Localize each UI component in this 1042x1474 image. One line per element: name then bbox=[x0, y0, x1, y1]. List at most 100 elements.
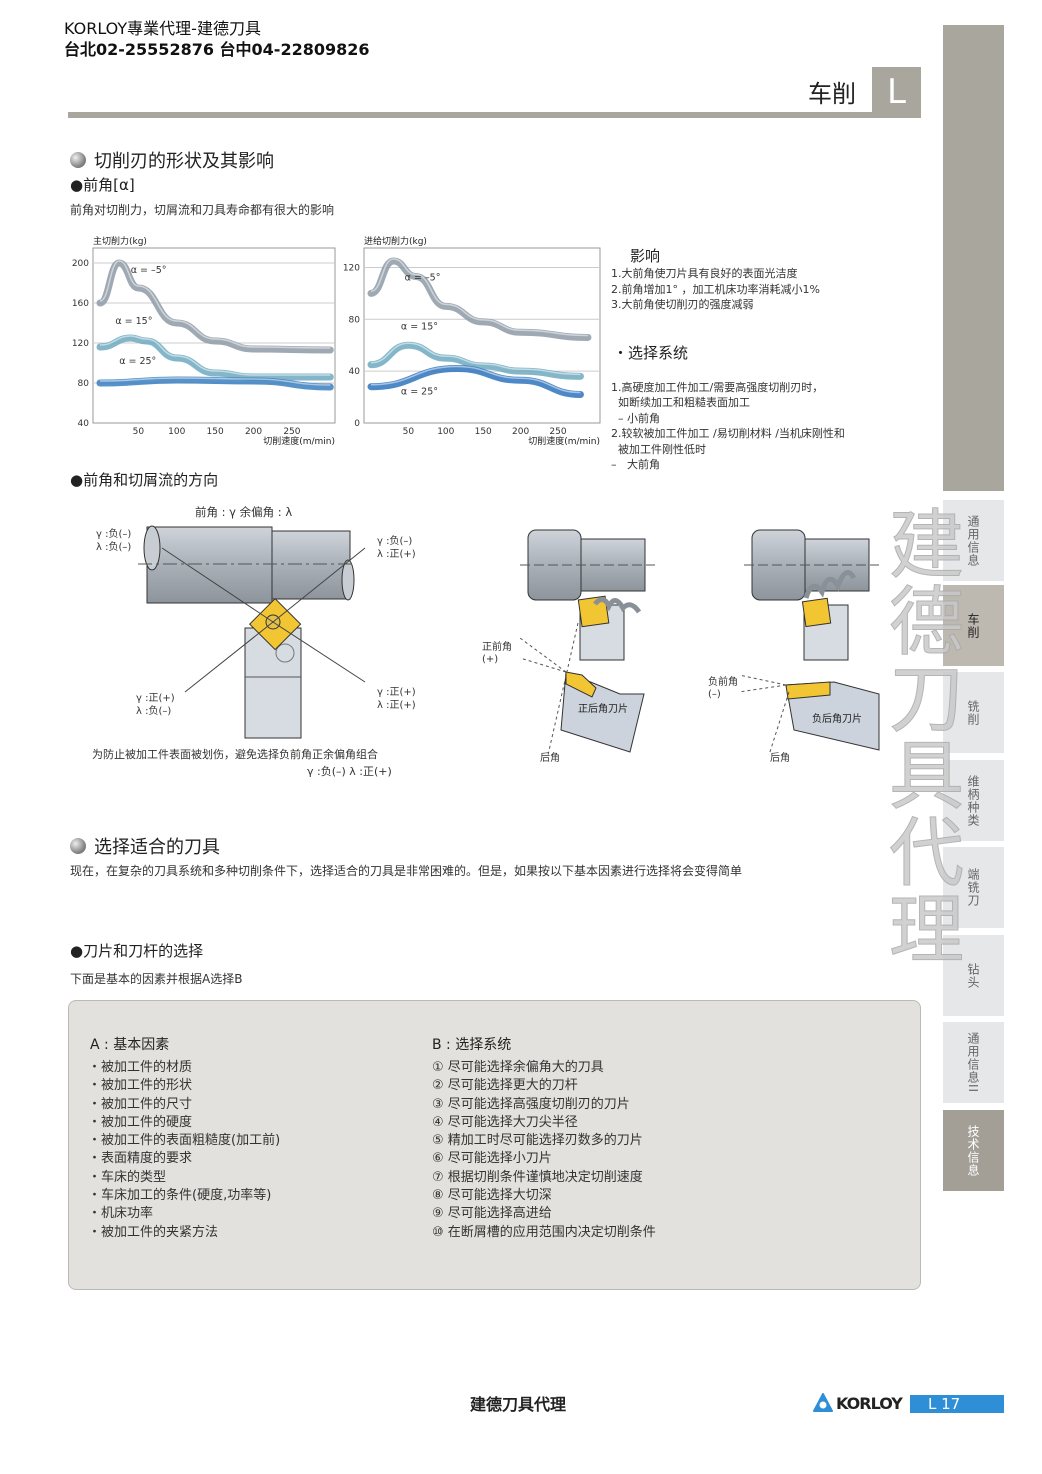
sidebar-tab[interactable]: 技术信息 bbox=[943, 1110, 1004, 1191]
influence-item: 2.前角增加1° ，加工机床功率消耗减小1% bbox=[611, 282, 820, 296]
dealer-phones: 台北02-25552876 台中04-22809826 bbox=[64, 40, 370, 59]
x-tick-label: 150 bbox=[207, 427, 224, 437]
sidebar-tab[interactable]: 通用信息 bbox=[943, 500, 1004, 581]
insert-holder-desc: 下面是基本的因素并根据A选择B bbox=[70, 972, 243, 986]
section-letter: L bbox=[872, 67, 921, 117]
sidebar-tab[interactable]: 端铣刀 bbox=[943, 847, 1004, 928]
negative-rake-label: 负前角 bbox=[708, 675, 738, 688]
list-item: ・车床的类型 bbox=[88, 1169, 167, 1185]
diagram-note-angles: γ :负(–) λ :正(+) bbox=[307, 764, 392, 778]
series-line bbox=[367, 257, 592, 341]
label-bottom-right: γ :正(+) bbox=[377, 687, 416, 698]
sidebar-tab-label: 钻头 bbox=[966, 962, 980, 989]
x-axis-label: 切削速度(m/min) bbox=[528, 435, 600, 447]
sidebar-tab[interactable]: 维柄种类 bbox=[943, 760, 1004, 841]
list-item: ・车床加工的条件(硬度,功率等) bbox=[88, 1188, 272, 1204]
series-label: α = 25° bbox=[119, 356, 156, 367]
sidebar-tab-label: 车削 bbox=[966, 612, 980, 639]
sidebar-tab[interactable]: 通用信息II bbox=[943, 1022, 1004, 1103]
label-bottom-left: λ :负(–) bbox=[136, 704, 171, 717]
label-top-left: λ :负(–) bbox=[96, 540, 131, 553]
chip-flow-diagram: 前角 : γ 余偏角 : λ γ :负(–)λ :负(–) γ :负(–)λ :… bbox=[92, 505, 416, 778]
dealer-name: KORLOY專業代理-建德刀具 bbox=[64, 19, 261, 38]
sidebar-tab-label: 通用信息II bbox=[966, 1031, 980, 1094]
rake-angle-diagrams: 正前角 (+) 正后角刀片 后角 负前角 (–) 负后角刀片 后角 bbox=[482, 529, 880, 764]
sidebar-tab-label: 技术信息 bbox=[966, 1124, 980, 1177]
series-highlight bbox=[99, 377, 331, 386]
korloy-logo: KORLOY bbox=[813, 1393, 903, 1413]
series-line bbox=[367, 341, 584, 380]
series-label: α = 15° bbox=[401, 322, 438, 333]
selection-system-title: B : 选择系统 bbox=[432, 1037, 512, 1053]
x-tick-label: 200 bbox=[245, 427, 262, 437]
selection-item: – 小前角 bbox=[611, 411, 660, 425]
negative-insert-label: 负后角刀片 bbox=[812, 712, 862, 725]
section-heading-tool-selection: 选择适合的刀具 bbox=[70, 833, 220, 859]
series-highlight bbox=[99, 260, 331, 349]
series-label: α = 25° bbox=[401, 386, 438, 397]
y-tick-label: 160 bbox=[72, 299, 89, 309]
selection-item: – 大前角 bbox=[611, 458, 660, 471]
x-tick-label: 250 bbox=[549, 427, 566, 437]
series-highlight bbox=[370, 258, 588, 337]
page-number: L 17 bbox=[910, 1395, 1004, 1413]
heading-text: 切削刃的形状及其影响 bbox=[94, 151, 274, 172]
header-rule bbox=[68, 112, 921, 118]
diagram-note: 为防止被加工件表面被划伤，避免选择负前角正余偏角组合 bbox=[92, 747, 378, 761]
x-axis-label: 切削速度(m/min) bbox=[263, 435, 335, 447]
sidebar-tab[interactable]: 钻头 bbox=[943, 935, 1004, 1016]
selection-factors-box bbox=[68, 1000, 921, 1290]
workpiece-small bbox=[271, 530, 351, 600]
section-name: 车削 bbox=[808, 80, 856, 108]
list-item: ⑩ 在断屑槽的应用范围内决定切削条件 bbox=[432, 1224, 656, 1240]
positive-rake-label: 正前角 bbox=[482, 640, 512, 653]
y-tick-label: 80 bbox=[78, 379, 90, 389]
selection-item: 如断续加工和粗糙表面加工 bbox=[611, 396, 750, 409]
main-cutting-force-chart: 40 80 120 160 200 50 100 150 200 250 主切削力(kg) 切削速度(… bbox=[72, 235, 336, 447]
brand-name: KORLOY bbox=[836, 1393, 903, 1413]
list-item: ② 尽可能选择更大的刀杆 bbox=[432, 1078, 578, 1094]
korloy-logo-icon bbox=[813, 1393, 833, 1412]
sidebar-tab[interactable]: 铣削 bbox=[943, 672, 1004, 753]
list-item: ⑥ 尽可能选择小刀片 bbox=[432, 1151, 552, 1167]
relief-angle-label: 后角 bbox=[540, 752, 560, 764]
label-top-left: γ :负(–) bbox=[96, 527, 131, 540]
x-tick-label: 50 bbox=[133, 427, 145, 437]
list-item: ・被加工件的硬度 bbox=[88, 1114, 193, 1130]
list-item: ・被加工件的形状 bbox=[88, 1078, 193, 1094]
sidebar-tab-label: 通用信息 bbox=[966, 514, 980, 567]
series-line bbox=[367, 365, 584, 398]
y-axis-label: 主切削力(kg) bbox=[93, 235, 147, 247]
label-bottom-left: γ :正(+) bbox=[136, 693, 175, 704]
bullet-ball-icon bbox=[70, 152, 86, 168]
positive-insert-label: 正后角刀片 bbox=[578, 702, 628, 715]
label-bottom-right: λ :正(+) bbox=[377, 700, 416, 711]
label-top-right: λ :正(+) bbox=[377, 549, 416, 560]
y-tick-label: 120 bbox=[72, 339, 89, 349]
negative-rake-diagram: 负前角 (–) 负后角刀片 后角 bbox=[708, 529, 880, 764]
series-label: α = –5° bbox=[405, 272, 441, 283]
basic-factors-list: ・被加工件的材质・被加工件的形状・被加工件的尺寸・被加工件的硬度・被加工件的表面… bbox=[88, 1059, 280, 1242]
series-highlight bbox=[370, 365, 581, 394]
sidebar-tab-label: 维柄种类 bbox=[966, 774, 980, 827]
selection-item: 被加工件刚性低时 bbox=[611, 442, 706, 456]
sidebar-tab[interactable]: 车削 bbox=[943, 585, 1004, 666]
label-top-right: γ :负(–) bbox=[377, 534, 412, 547]
y-tick-label: 200 bbox=[72, 259, 89, 269]
series-line bbox=[96, 376, 334, 391]
series-line bbox=[96, 259, 334, 354]
series-highlight bbox=[99, 335, 331, 376]
rake-angle-desc: 前角对切削力，切屑流和刀具寿命都有很大的影响 bbox=[70, 203, 335, 217]
selection-item: 1.高硬度加工件加工/需要高强度切削刃时， bbox=[611, 380, 824, 394]
list-item: ・被加工件的表面粗糙度(加工前) bbox=[88, 1133, 281, 1149]
x-tick-label: 250 bbox=[283, 427, 300, 437]
x-tick-label: 100 bbox=[168, 427, 185, 437]
workpiece-large bbox=[146, 526, 273, 604]
footer-text: 建德刀具代理 bbox=[470, 1395, 567, 1414]
series-line bbox=[96, 334, 334, 381]
bullet-ball-icon bbox=[70, 838, 86, 854]
y-tick-label: 40 bbox=[78, 419, 90, 429]
